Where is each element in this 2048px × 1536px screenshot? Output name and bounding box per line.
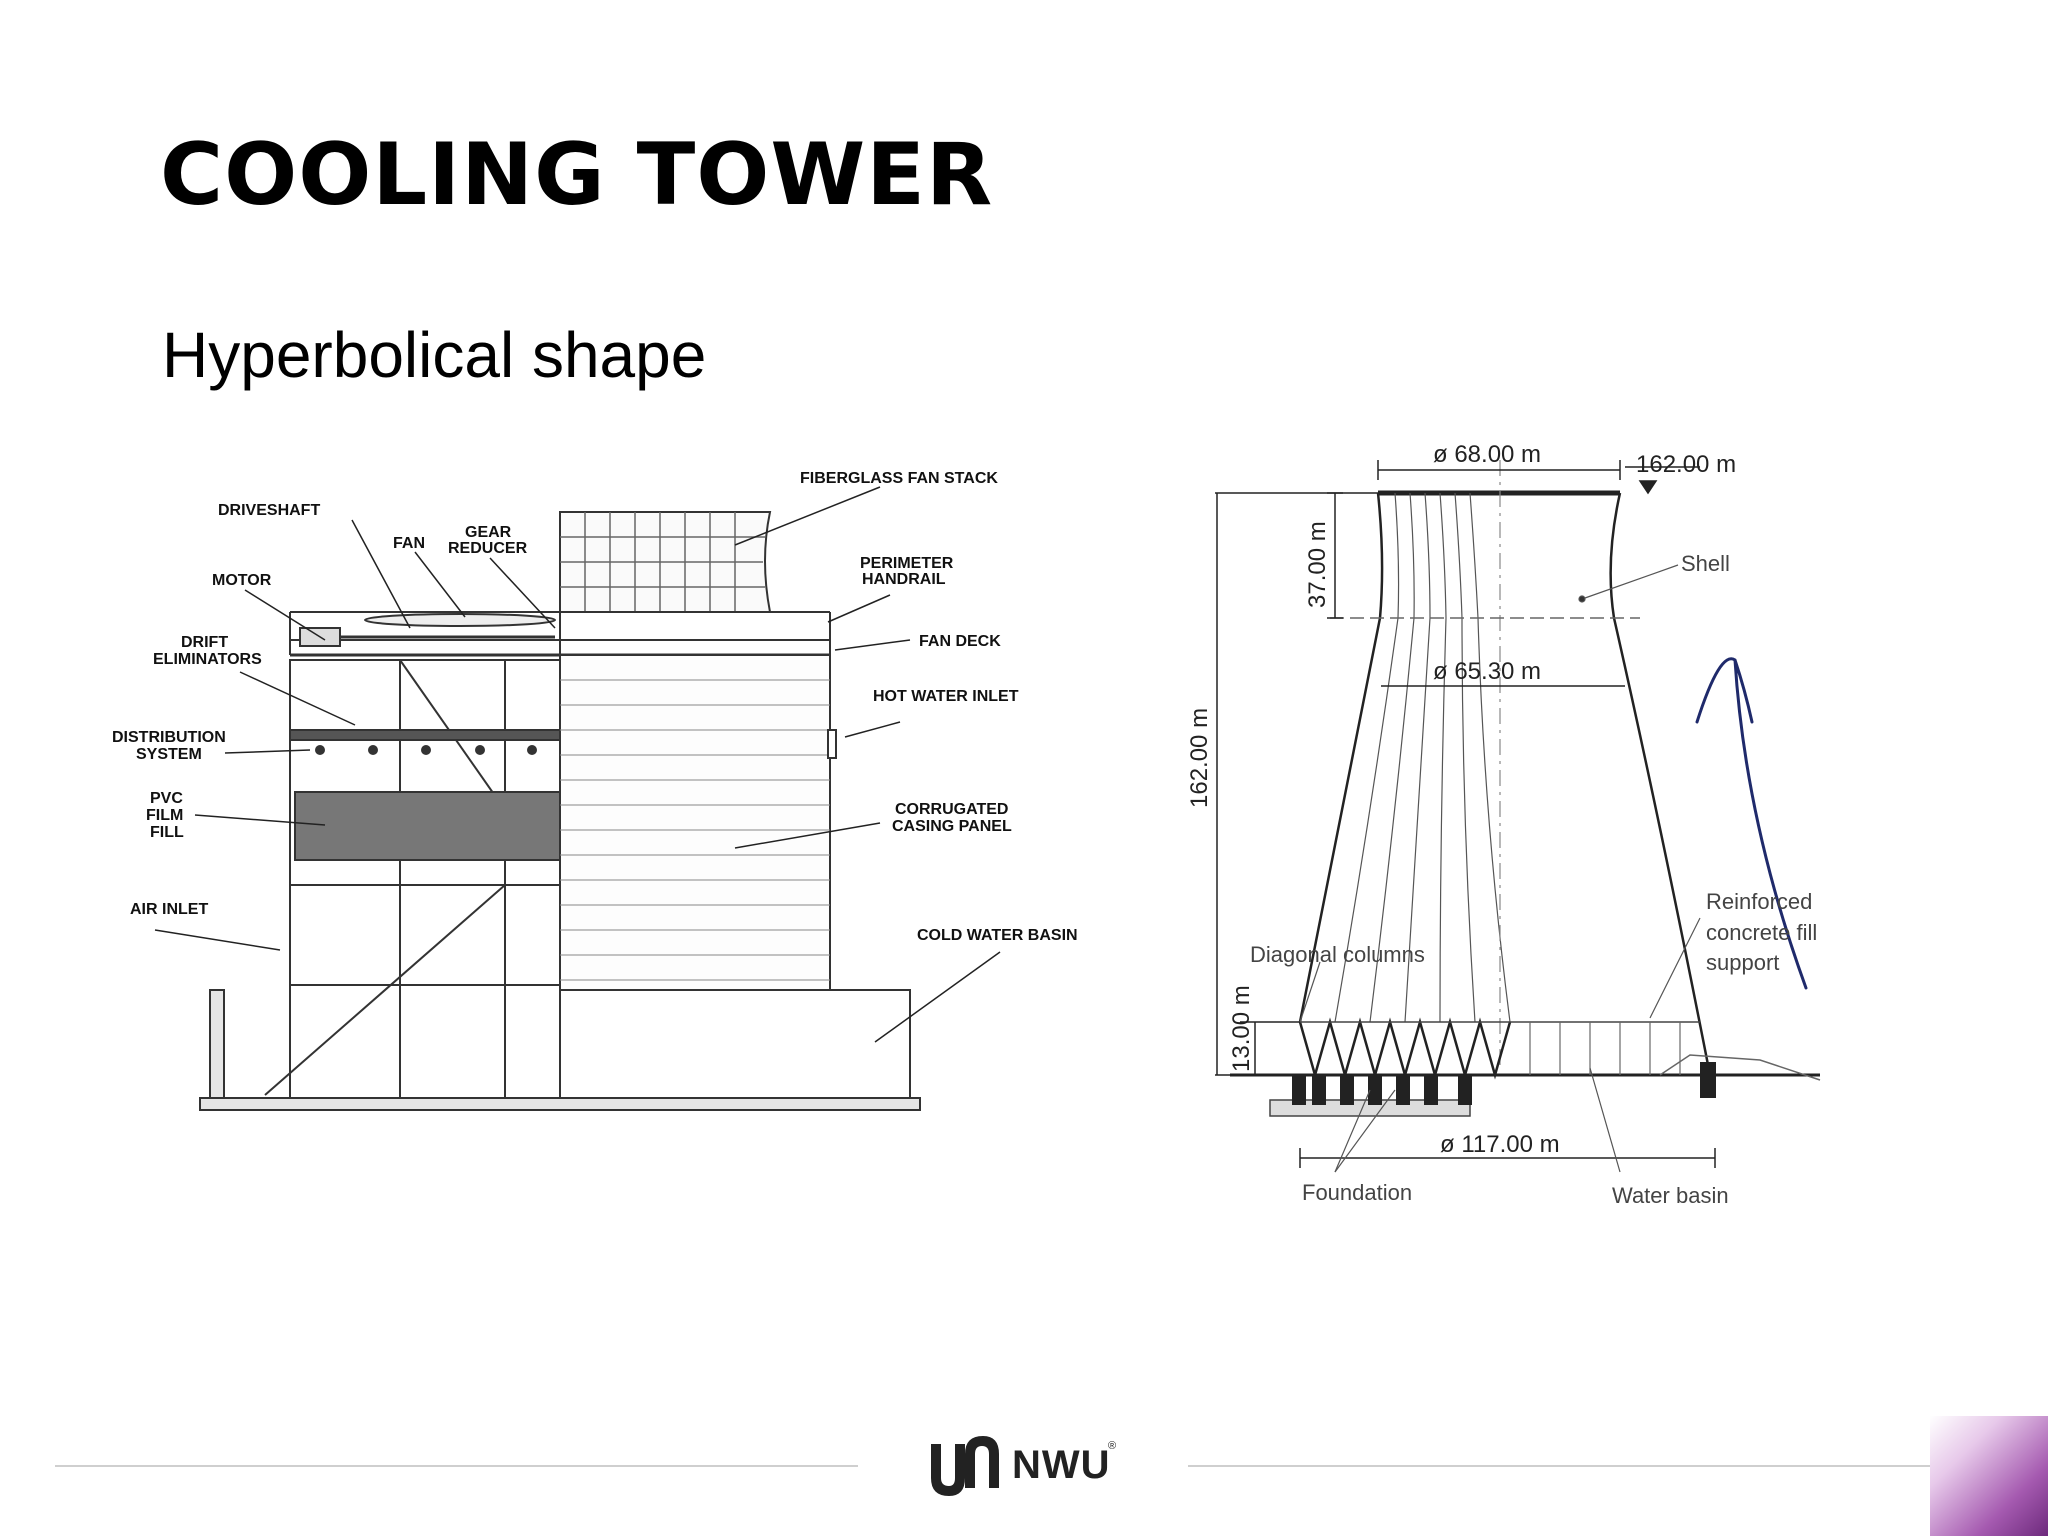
throat-diameter-label: ø 65.30 m <box>1433 658 1541 685</box>
label-pvc: PVC <box>150 790 183 807</box>
registered-mark: ® <box>1108 1440 1117 1452</box>
slide-subtitle: Hyperbolical shape <box>162 319 707 391</box>
label-film: FILM <box>146 807 183 824</box>
top-elevation-label: 162.00 m <box>1636 451 1736 478</box>
corner-accent <box>1930 1416 2048 1536</box>
label-gear: GEAR <box>465 524 512 541</box>
handwritten-arrow <box>1695 657 1808 990</box>
hyperbolic-dimension-lines <box>1215 460 1716 1168</box>
top-diameter-label: ø 68.00 m <box>1433 441 1541 468</box>
fill-support-label-line-3: support <box>1706 950 1779 975</box>
label-handrail: HANDRAIL <box>862 571 946 588</box>
shell-label: Shell <box>1681 551 1730 576</box>
nwu-logo-text: NWU <box>1012 1443 1111 1487</box>
label-system: SYSTEM <box>136 746 202 763</box>
label-air-inlet: AIR INLET <box>130 901 208 918</box>
mechanical-tower-drawing <box>199 511 921 1111</box>
label-fill: FILL <box>150 824 184 841</box>
foundation-label: Foundation <box>1302 1180 1412 1205</box>
column-height-label: 13.00 m <box>1228 985 1255 1072</box>
hyperbolic-shell-drawing <box>1230 460 1821 1117</box>
water-basin-label: Water basin <box>1612 1183 1729 1208</box>
mechanical-callout-arrows <box>154 486 1001 1043</box>
label-distribution: DISTRIBUTION <box>112 729 226 746</box>
footer-divider-right <box>1188 1465 1930 1467</box>
total-height-label: 162.00 m <box>1186 708 1213 808</box>
fill-support-label-line-2: concrete fill <box>1706 920 1817 945</box>
label-eliminators: ELIMINATORS <box>153 651 262 668</box>
label-corrugated: CORRUGATED <box>895 801 1008 818</box>
nwu-logo-mark <box>931 1436 999 1496</box>
hyperbolic-leader-lines <box>1299 564 1701 1173</box>
label-drift: DRIFT <box>181 634 228 651</box>
footer-divider-left <box>55 1465 858 1467</box>
hyperbolic-labels: ø 68.00 m 162.00 m 37.00 m Shell ø 65.30… <box>1186 441 1817 1208</box>
label-fan-deck: FAN DECK <box>919 633 1001 650</box>
throat-height-label: 37.00 m <box>1304 521 1331 608</box>
label-reducer: REDUCER <box>448 540 528 557</box>
label-fan: FAN <box>393 535 425 552</box>
label-cold-water-basin: COLD WATER BASIN <box>917 927 1078 944</box>
diagonal-columns-label: Diagonal columns <box>1250 942 1425 967</box>
fill-support-label-line-1: Reinforced <box>1706 889 1812 914</box>
label-driveshaft: DRIVESHAFT <box>218 502 320 519</box>
label-hot-water-inlet: HOT WATER INLET <box>873 688 1019 705</box>
label-perimeter: PERIMETER <box>860 555 954 572</box>
label-fiberglass-fan-stack: FIBERGLASS FAN STACK <box>800 470 998 487</box>
label-motor: MOTOR <box>212 572 272 589</box>
label-casing-panel: CASING PANEL <box>892 818 1012 835</box>
mechanical-labels: FIBERGLASS FAN STACK DRIVESHAFT FAN GEAR… <box>112 470 1078 944</box>
base-diameter-label: ø 117.00 m <box>1440 1131 1560 1158</box>
slide-title: COOLING TOWER <box>160 125 994 225</box>
